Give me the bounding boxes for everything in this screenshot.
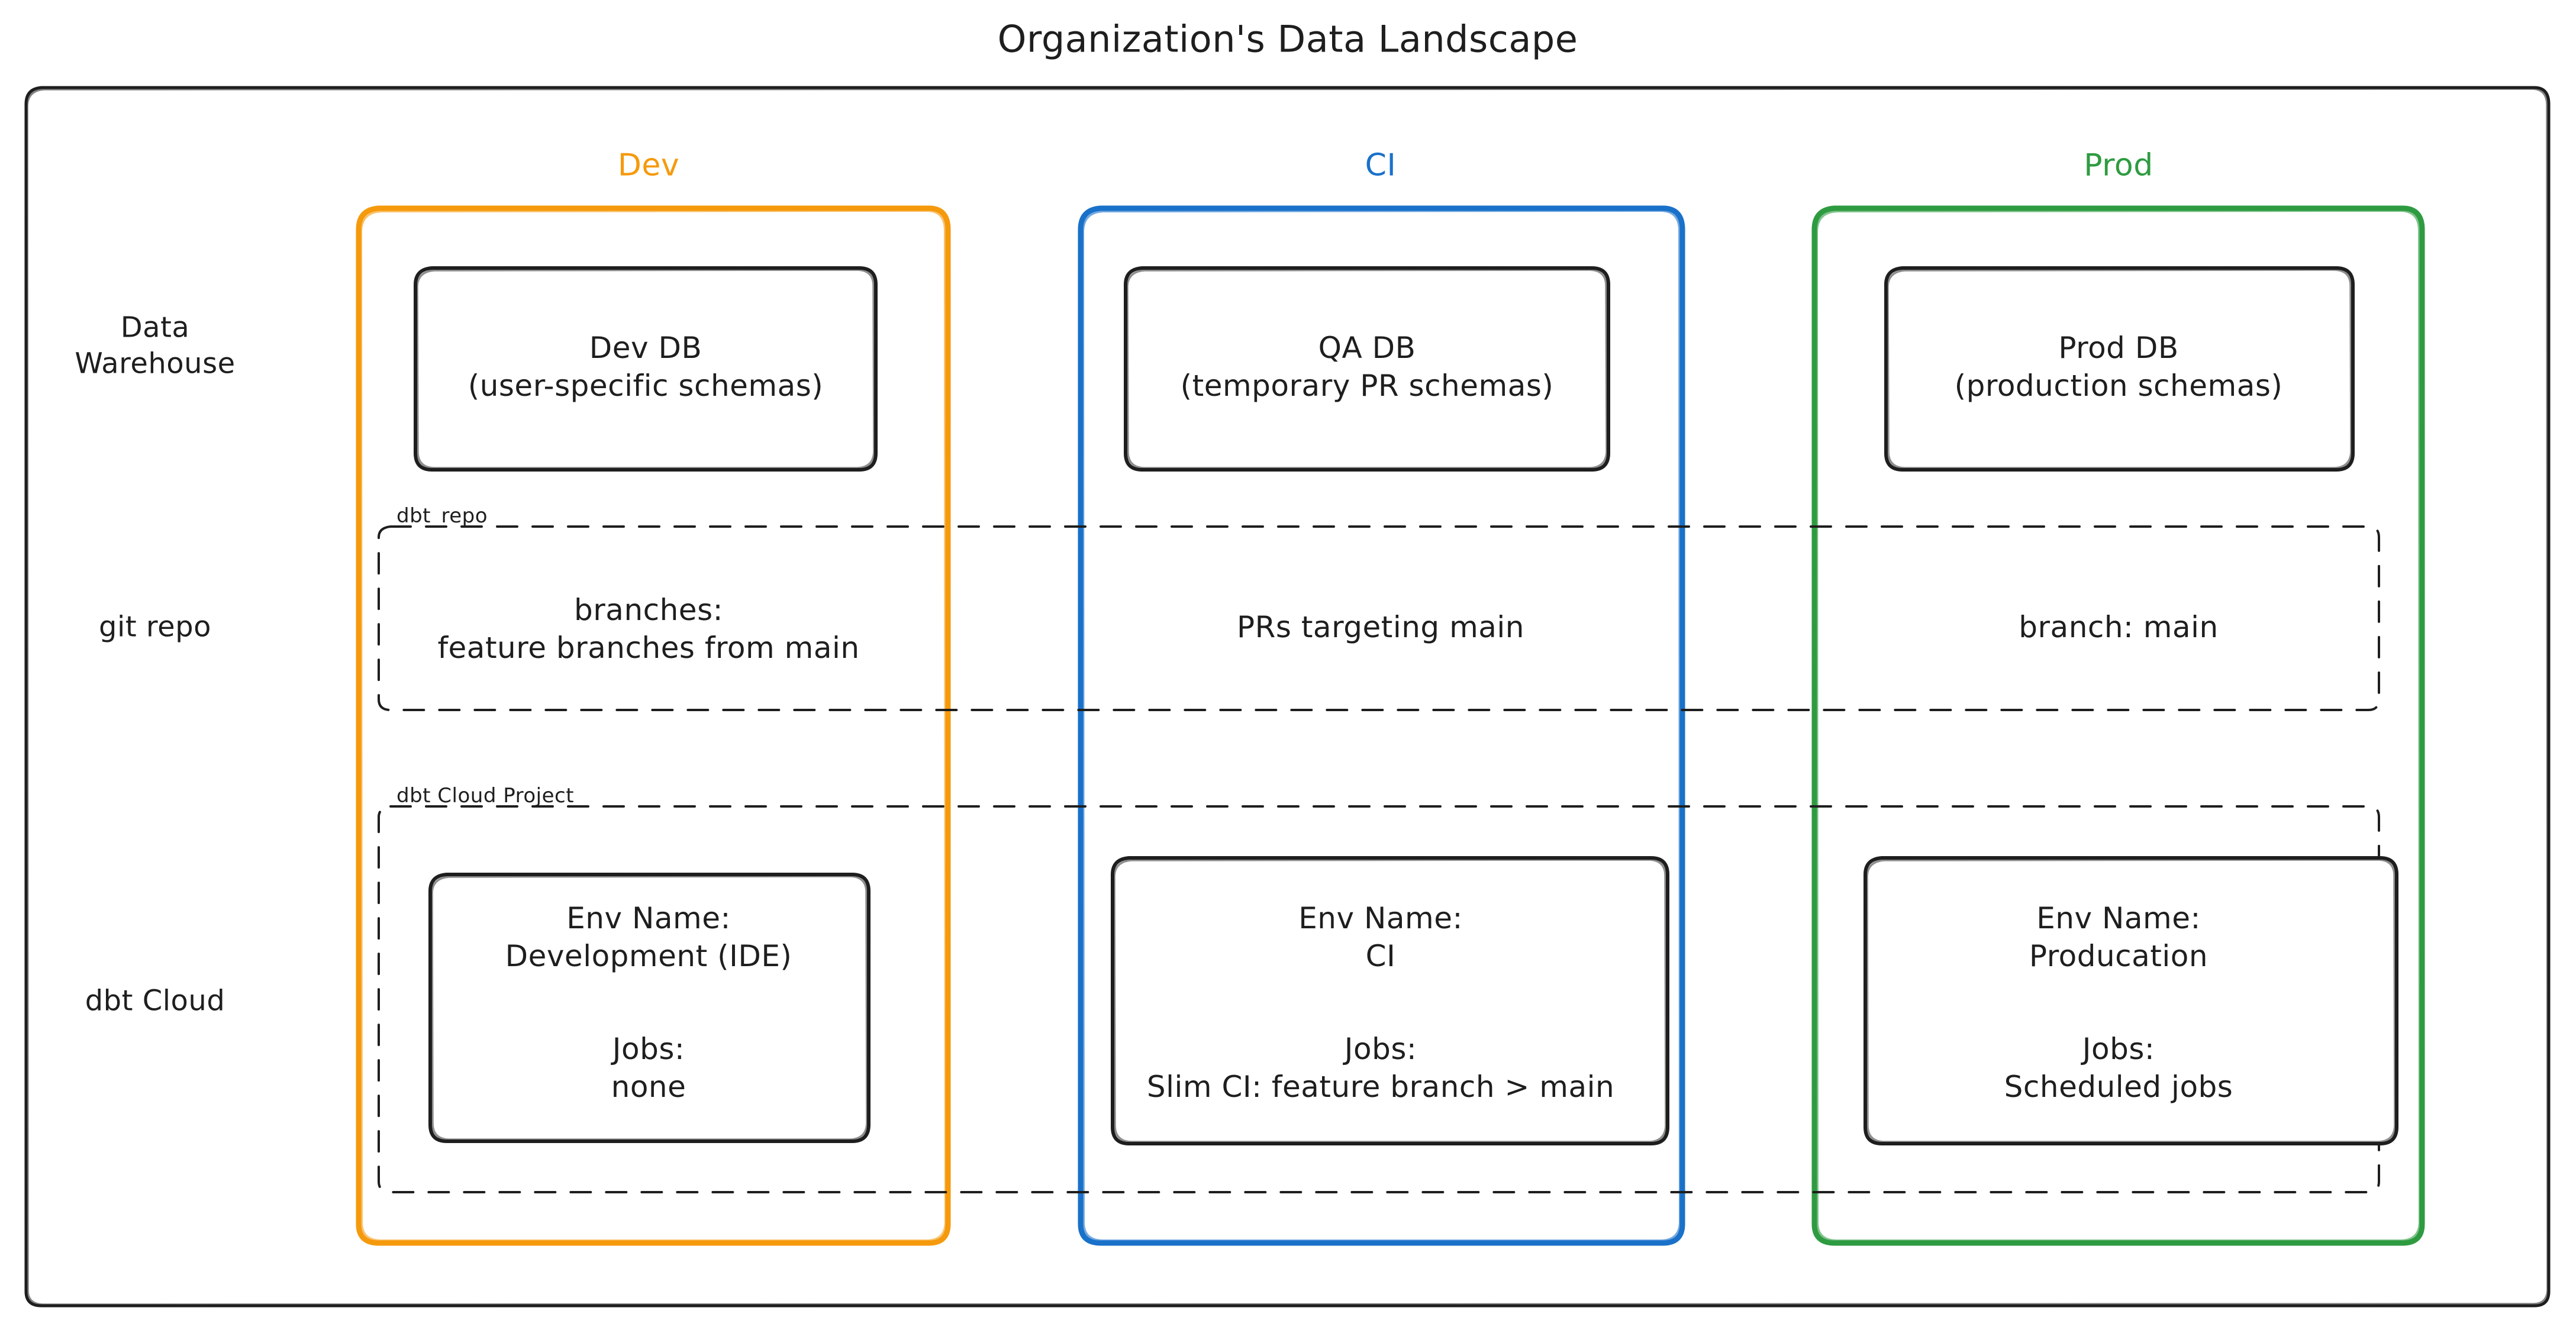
group-label-dbt-cloud-project: dbt Cloud Project [396, 784, 575, 808]
column-header-ci[interactable]: CI [1365, 147, 1397, 183]
node-box-prod-db [1884, 266, 2355, 472]
ci-jobs-label: Jobs: [1344, 1032, 1417, 1066]
row-label-git-repo: git repo [99, 610, 211, 644]
dev-jobs-label: Jobs: [612, 1032, 685, 1066]
page-title: Organization's Data Landscape [997, 17, 1578, 61]
prod-db-line2: (production schemas) [1954, 369, 2283, 403]
column-frame-dev [356, 205, 951, 1246]
dev-db-line2: (user-specific schemas) [468, 369, 824, 403]
node-text-prod-jobs: Jobs: Scheduled jobs [2004, 1030, 2233, 1106]
dev-env-value: Development (IDE) [505, 939, 792, 973]
ci-env-label: Env Name: [1298, 901, 1463, 935]
node-text-ci-jobs: Jobs: Slim CI: feature branch > main [1147, 1030, 1614, 1106]
column-frame-prod [1811, 205, 2425, 1246]
node-ci-env[interactable] [1113, 858, 1668, 1144]
prod-db-line1: Prod DB [2058, 331, 2179, 365]
group-label-dbt-repo: dbt_repo [396, 504, 488, 528]
node-text-qa-db: QA DB (temporary PR schemas) [1181, 329, 1554, 405]
node-text-dev-jobs: Jobs: none [611, 1030, 686, 1106]
node-box-dev-env [428, 873, 871, 1143]
dev-git-line1: branches: [574, 593, 723, 627]
column-header-dev[interactable]: Dev [617, 147, 680, 183]
node-text-dev-db: Dev DB (user-specific schemas) [468, 329, 824, 405]
prod-env-label: Env Name: [2036, 901, 2201, 935]
group-frame-dbt-repo [378, 525, 2380, 711]
node-dev-db[interactable] [415, 268, 876, 470]
node-prod-db[interactable] [1886, 268, 2353, 470]
row-label-line1: Data [120, 311, 190, 344]
node-dev-env[interactable] [430, 874, 869, 1141]
node-box-qa-db [1124, 266, 1610, 472]
node-text-dev-git: branches: feature branches from main [437, 591, 859, 667]
node-text-dev-env-name: Env Name: Development (IDE) [505, 899, 792, 975]
ci-env-value: CI [1365, 939, 1396, 973]
dev-env-label: Env Name: [566, 901, 731, 935]
column-frame-ci [1078, 205, 1685, 1246]
node-box-prod-env [1864, 856, 2398, 1145]
node-text-prod-db: Prod DB (production schemas) [1955, 329, 2283, 405]
row-label-dbt-cloud: dbt Cloud [85, 984, 225, 1018]
node-text-prod-env-name: Env Name: Producation [2029, 899, 2208, 975]
group-frame-dbt-cloud-project [378, 805, 2380, 1193]
node-qa-db[interactable] [1126, 268, 1608, 470]
prod-jobs-label: Jobs: [2082, 1032, 2155, 1066]
node-prod-env[interactable] [1865, 858, 2397, 1144]
prod-env-value: Producation [2029, 939, 2209, 973]
column-header-prod[interactable]: Prod [2084, 147, 2153, 183]
node-text-prod-git: branch: main [2019, 610, 2219, 644]
ci-jobs-value: Slim CI: feature branch > main [1146, 1070, 1615, 1104]
node-box-ci-env [1111, 856, 1669, 1145]
qa-db-line1: QA DB [1318, 331, 1416, 365]
node-box-dev-db [414, 266, 878, 472]
dev-git-line2: feature branches from main [437, 631, 860, 665]
node-text-ci-env-name: Env Name: CI [1298, 899, 1463, 975]
outer-frame [24, 86, 2551, 1308]
dev-jobs-value: none [611, 1070, 686, 1104]
row-label-line2: Warehouse [75, 347, 236, 380]
prod-jobs-value: Scheduled jobs [2004, 1070, 2233, 1104]
node-text-ci-git: PRs targeting main [1236, 610, 1525, 644]
dev-db-line1: Dev DB [589, 331, 702, 365]
qa-db-line2: (temporary PR schemas) [1180, 369, 1554, 403]
